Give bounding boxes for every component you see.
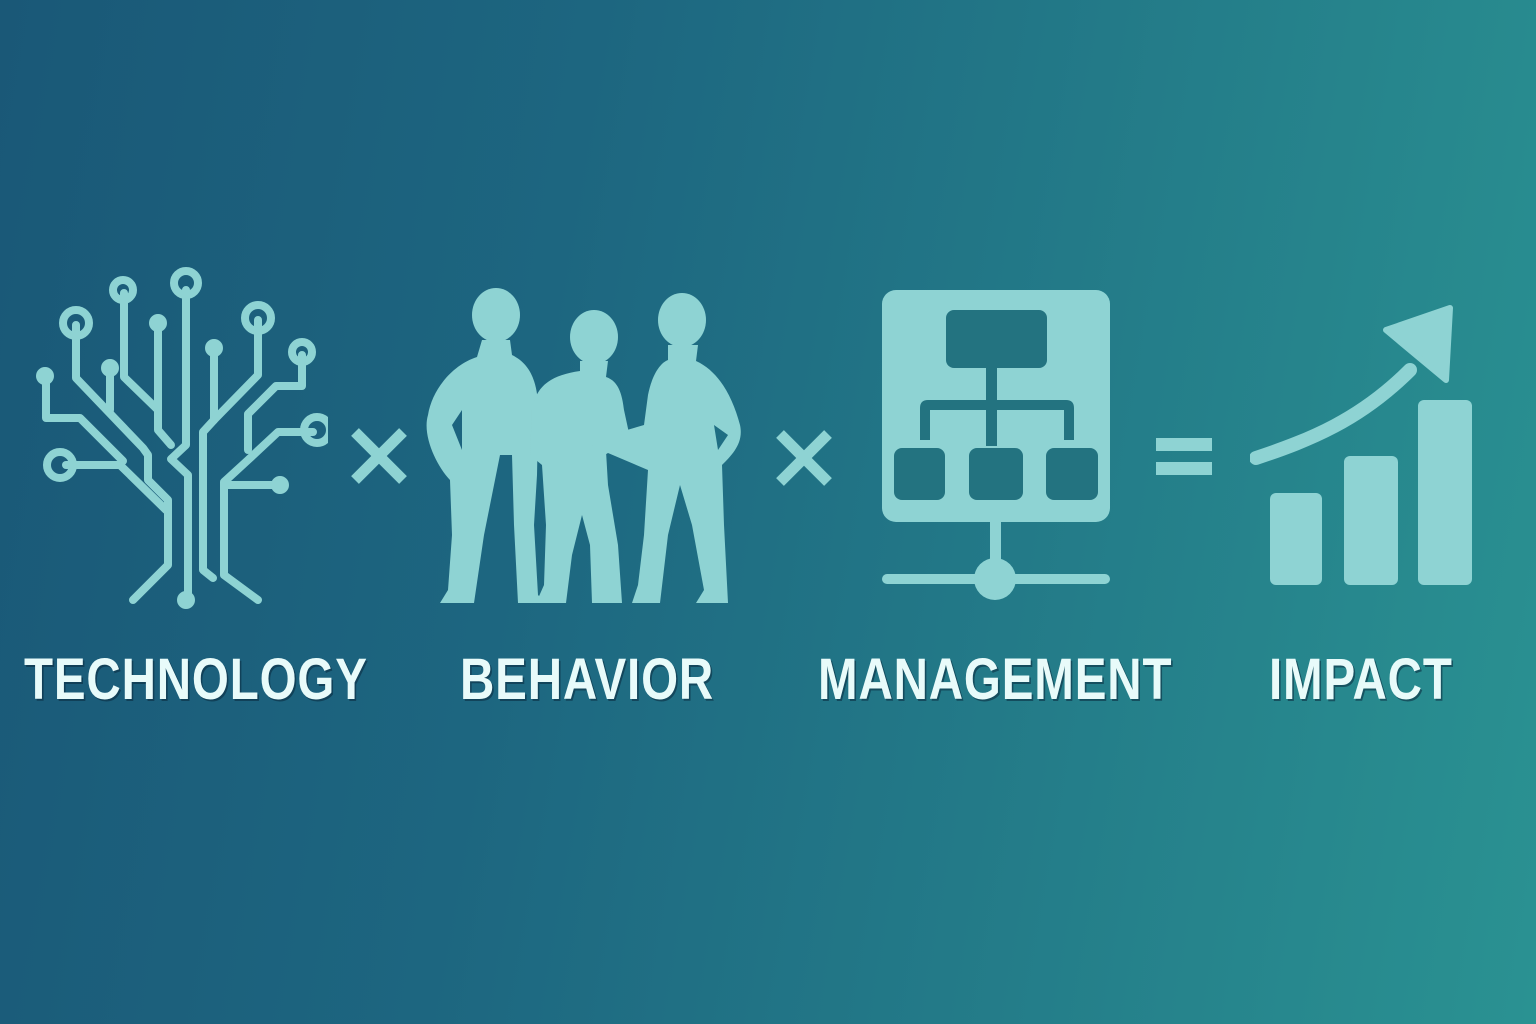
org-chart-network-icon xyxy=(880,288,1112,606)
term-label-behavior: BEHAVIOR xyxy=(460,647,715,712)
circuit-tree-icon xyxy=(28,262,328,612)
multiply-icon xyxy=(776,430,832,486)
people-group-icon xyxy=(422,285,744,610)
term-label-management: MANAGEMENT xyxy=(818,647,1173,712)
term-label-technology: TECHNOLOGY xyxy=(24,647,368,712)
growth-bar-chart-icon xyxy=(1250,300,1476,588)
multiply-icon xyxy=(351,428,407,484)
term-label-impact: IMPACT xyxy=(1269,647,1453,712)
equals-icon xyxy=(1156,438,1212,476)
